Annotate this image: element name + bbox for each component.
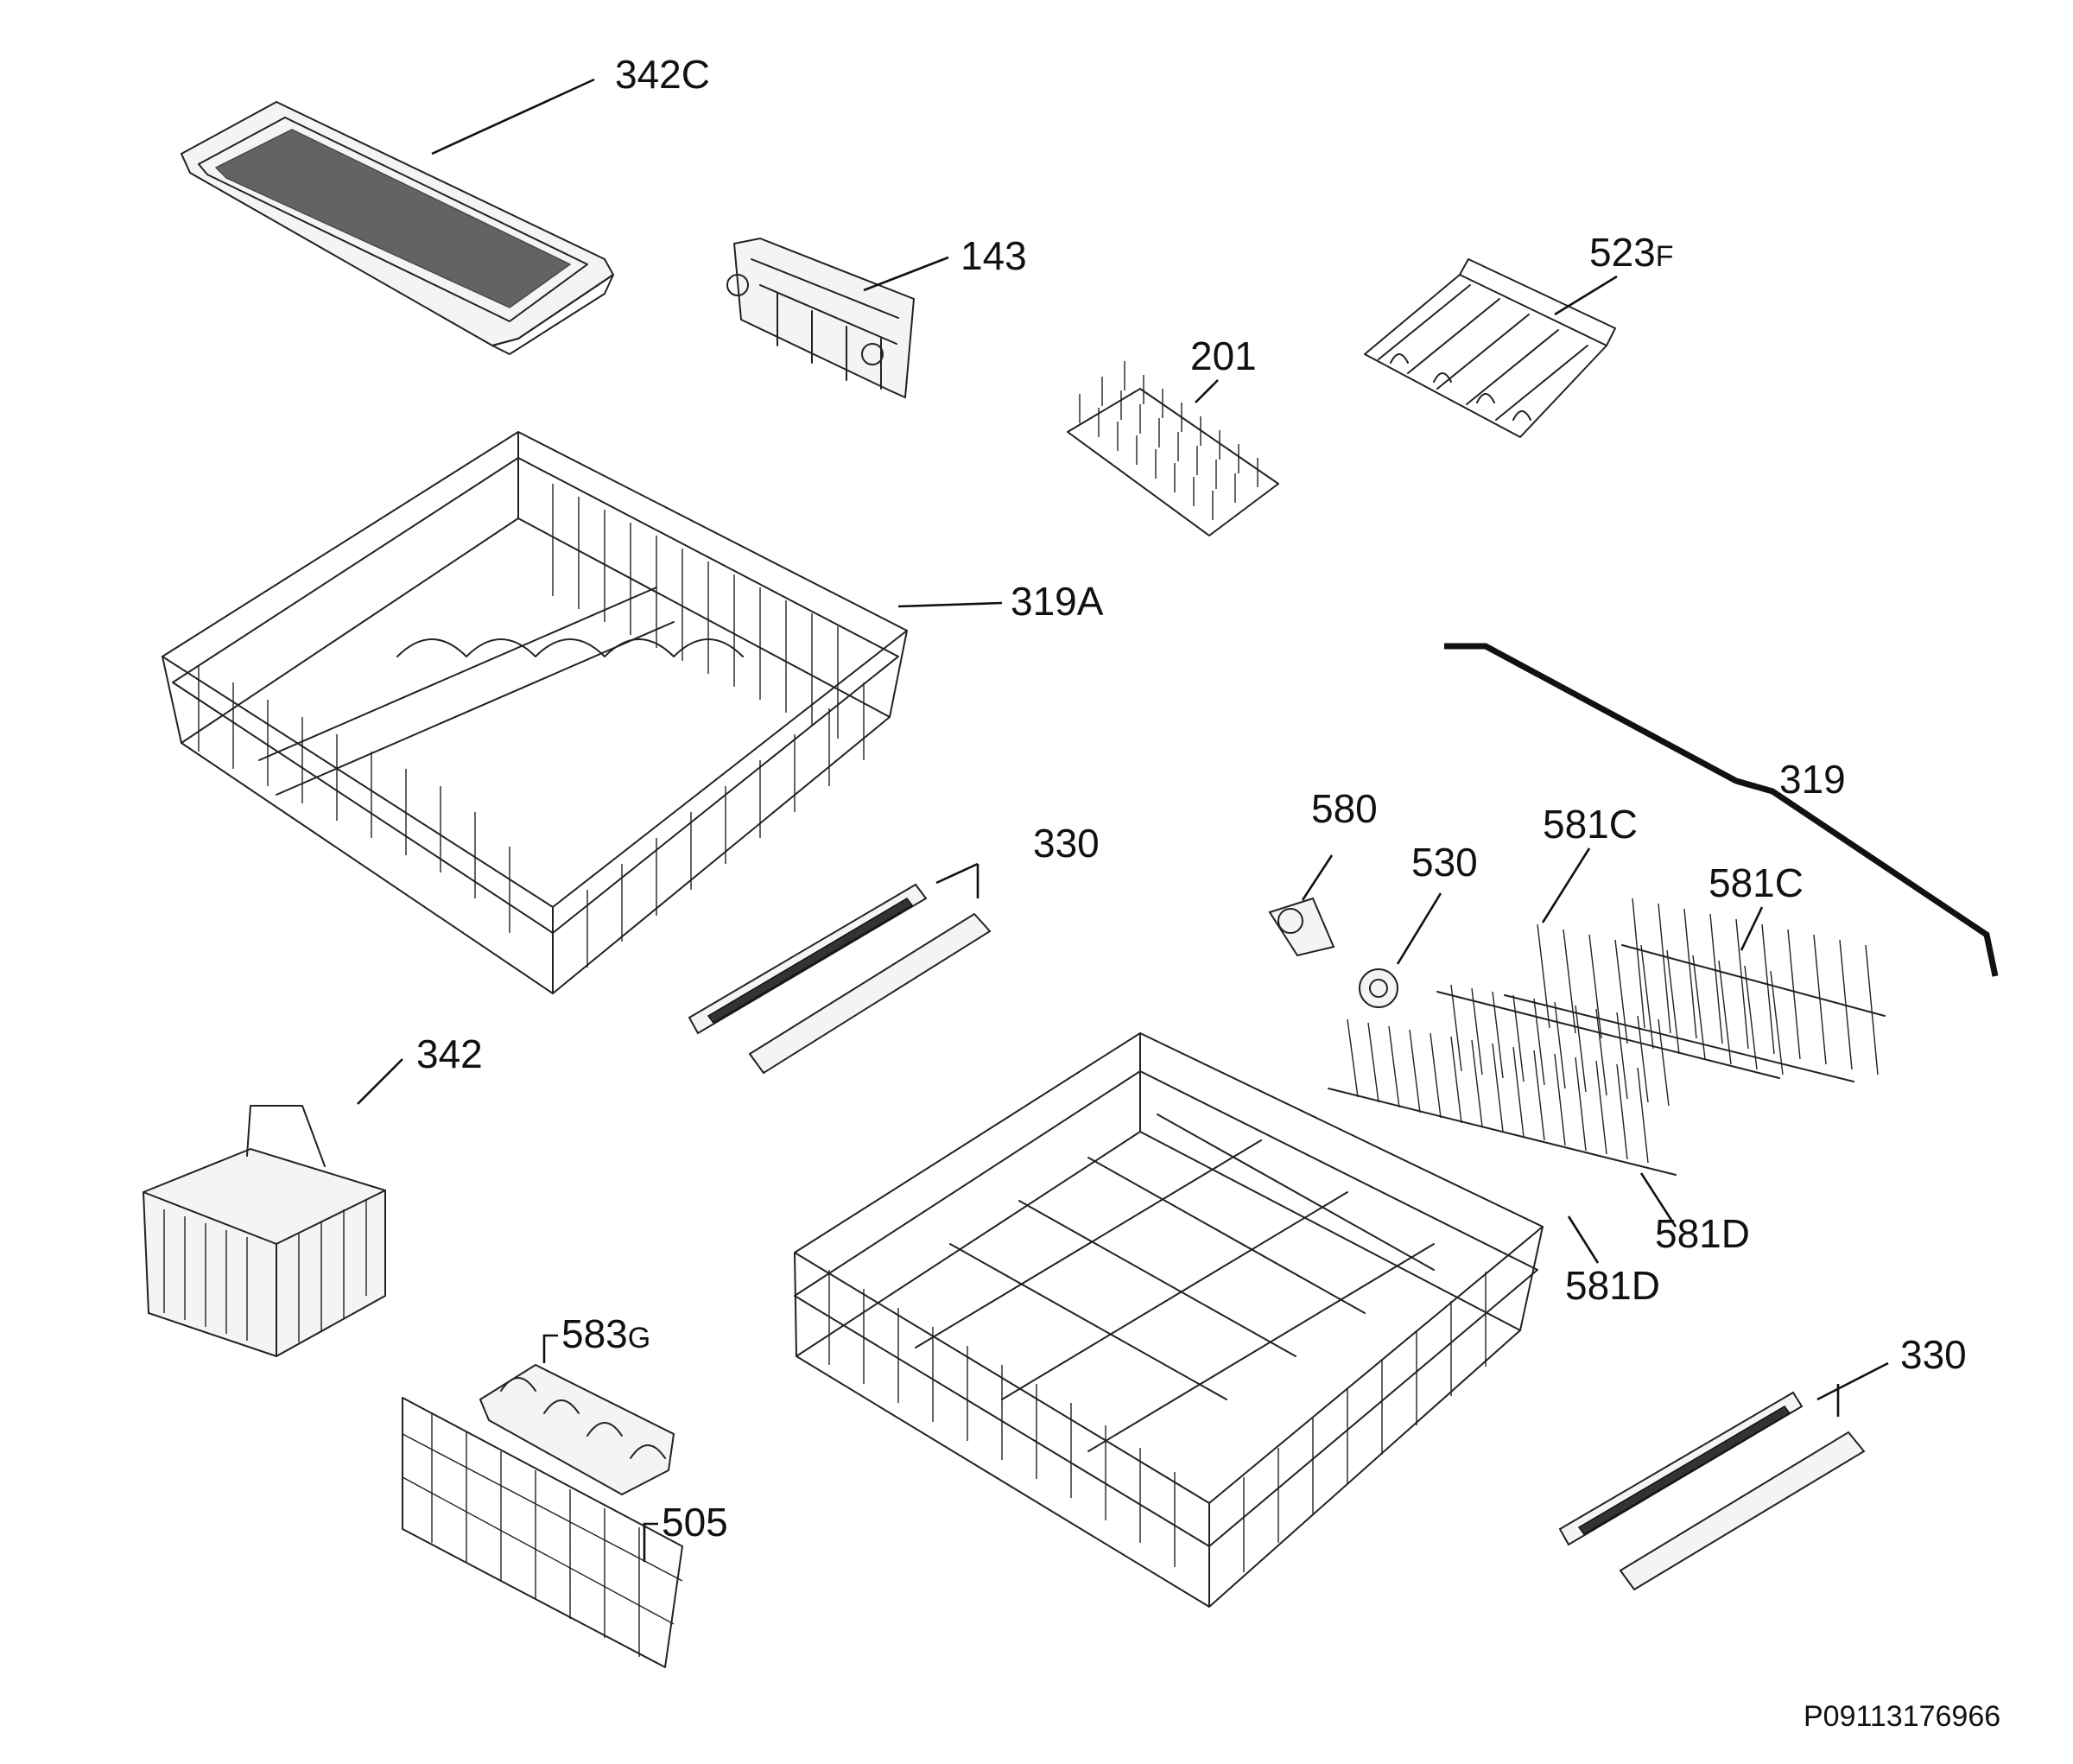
part-583g-holder[interactable] <box>479 1363 675 1496</box>
label-505: 505 <box>662 1500 728 1545</box>
leader-330-upper <box>935 862 979 898</box>
part-330-lower-rails[interactable] <box>1558 1391 1866 1591</box>
leader-581c-right <box>1740 906 1764 951</box>
leader-342c <box>431 78 595 155</box>
leader-581c-left <box>1541 847 1591 923</box>
leader-581d-right <box>1639 1172 1677 1228</box>
part-581-tine-rows[interactable] <box>1328 898 1886 1176</box>
part-330-upper-rails[interactable] <box>688 883 992 1075</box>
leader-201 <box>1195 379 1219 403</box>
label-580: 580 <box>1311 786 1378 831</box>
label-319a: 319A <box>1011 579 1104 624</box>
label-530: 530 <box>1411 840 1478 885</box>
part-lower-basket[interactable] <box>794 1032 1544 1608</box>
leader-342 <box>357 1058 403 1105</box>
part-530-wheel[interactable] <box>1359 968 1398 1008</box>
label-330-upper: 330 <box>1033 821 1100 866</box>
leader-143 <box>863 256 949 292</box>
leader-530 <box>1396 892 1442 965</box>
bracket-319 <box>1444 643 1999 977</box>
part-342c-cutlery-tray[interactable] <box>180 100 615 355</box>
part-505-wire-rack[interactable] <box>402 1397 683 1668</box>
part-319a-upper-basket[interactable] <box>162 431 908 994</box>
label-583g: 583G <box>561 1311 650 1356</box>
drawing-code: P09113176966 <box>1804 1700 2000 1733</box>
label-581d-left: 581D <box>1565 1263 1660 1308</box>
part-523f-rack[interactable] <box>1364 258 1616 438</box>
leader-583g <box>542 1334 558 1363</box>
part-143-clip[interactable] <box>726 237 916 399</box>
leader-330-lower <box>1816 1361 1889 1417</box>
label-319: 319 <box>1779 757 1846 802</box>
label-201: 201 <box>1190 333 1257 378</box>
part-201-tine-insert[interactable] <box>1067 361 1279 536</box>
label-143: 143 <box>960 233 1027 278</box>
label-581c-right: 581C <box>1708 860 1804 905</box>
part-580-hinge[interactable] <box>1268 897 1335 957</box>
leader-319a <box>897 601 1003 608</box>
leader-581d-left <box>1567 1215 1600 1264</box>
part-342-cutlery-basket[interactable] <box>142 1105 386 1358</box>
label-342: 342 <box>416 1031 483 1076</box>
label-581d-right: 581D <box>1655 1211 1750 1256</box>
leader-505 <box>643 1522 658 1562</box>
leader-523f <box>1554 275 1618 316</box>
label-581c-left: 581C <box>1543 802 1638 847</box>
label-330-lower: 330 <box>1900 1332 1967 1377</box>
leader-580 <box>1301 854 1334 901</box>
label-342c: 342C <box>615 52 710 97</box>
label-523f: 523F <box>1589 230 1674 275</box>
